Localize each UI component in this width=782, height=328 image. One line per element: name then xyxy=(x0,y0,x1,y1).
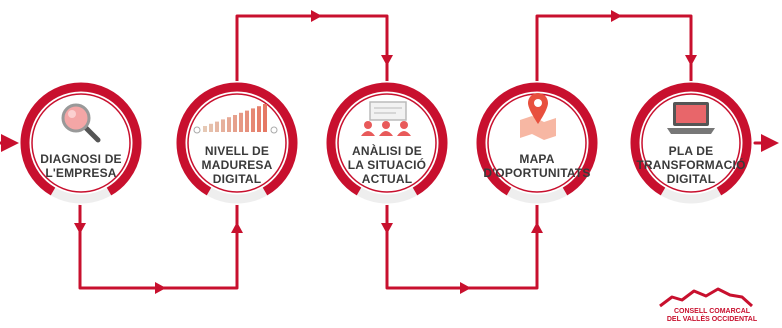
step-label-line: LA SITUACIÓ xyxy=(347,158,427,172)
step-ring-inner-3 xyxy=(337,93,437,193)
step-icons xyxy=(61,93,715,143)
arrow-up-2 xyxy=(231,222,243,233)
map-pin-icon xyxy=(520,93,556,140)
step-label-line: MAPA xyxy=(519,152,555,166)
arrow-right-2 xyxy=(311,10,322,22)
magnifier-icon xyxy=(61,103,101,143)
logo-mountain-line xyxy=(659,287,754,308)
step-label-line: DIGITAL xyxy=(212,172,262,186)
arrow-down-1 xyxy=(74,223,86,234)
arrow-right-4 xyxy=(611,10,622,22)
step-label-line: D'OPORTUNITATS xyxy=(483,166,591,180)
step-label-line: TRANSFORMACIÓ xyxy=(636,158,746,172)
step-label-line: ACTUAL xyxy=(361,172,413,186)
arrow-right-3 xyxy=(460,282,471,294)
step-label-line: PLA DE xyxy=(668,144,714,158)
step-ring-inner-2 xyxy=(187,93,287,193)
step-label-line: DIAGNOSI DE xyxy=(40,152,122,166)
step-label-line: ANÀLISI DE xyxy=(351,144,422,158)
step-ring-progress-3 xyxy=(326,82,448,196)
step-label-line: NIVELL DE xyxy=(204,144,270,158)
connector-4-5 xyxy=(535,14,693,83)
connector-1-2 xyxy=(78,203,239,290)
step-ring-progress-1 xyxy=(20,82,142,196)
step-ring-progress-2 xyxy=(176,82,298,196)
step-ring-progress-5 xyxy=(630,82,752,196)
step-label-line: MADURESA xyxy=(201,158,273,172)
organization-logo: CONSELL COMARCAL DEL VALLÈS OCCIDENTAL xyxy=(652,308,772,324)
step-ring-inner-1 xyxy=(31,93,131,193)
step-label-line: L'EMPRESA xyxy=(45,166,117,180)
arrow-up-4 xyxy=(531,222,543,233)
step-label-line: DIGITAL xyxy=(666,172,716,186)
logo-line-2: DEL VALLÈS OCCIDENTAL xyxy=(666,316,758,323)
logo-mountain-icon xyxy=(659,287,754,308)
laptop-icon xyxy=(667,102,715,134)
arrow-down-5 xyxy=(685,55,697,66)
connector-2-3 xyxy=(235,14,389,83)
arrow-down-3 xyxy=(381,55,393,66)
connector-lines xyxy=(0,10,779,294)
presentation-icon xyxy=(361,101,411,136)
maturity-bars-icon xyxy=(193,104,278,134)
step-ring-progress-4 xyxy=(476,82,598,196)
step-ring-inner-5 xyxy=(641,93,741,193)
arrow-down-3b xyxy=(381,223,393,234)
arrow-right-1 xyxy=(155,282,166,294)
connector-3-4 xyxy=(385,203,539,290)
step-circles xyxy=(19,81,753,205)
logo-line-1: CONSELL COMARCAL xyxy=(673,308,751,315)
